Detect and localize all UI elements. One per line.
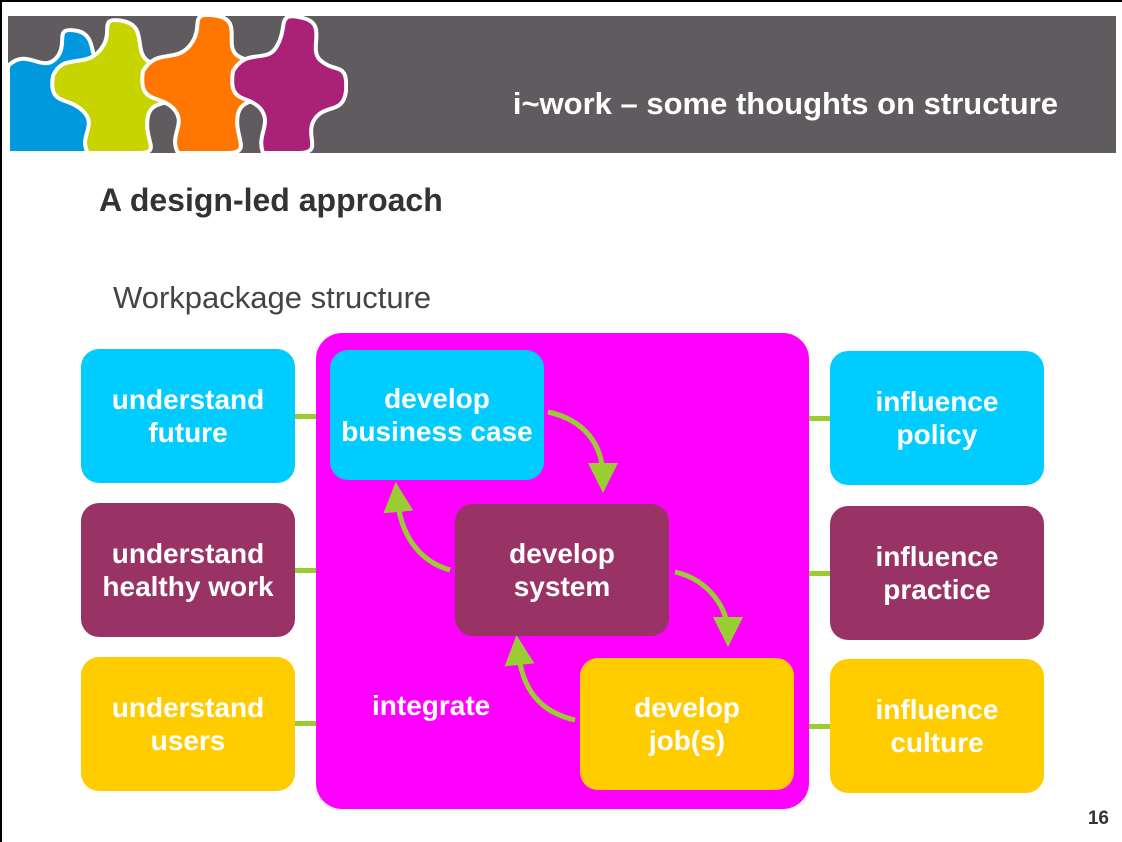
section-subheading: Workpackage structure bbox=[113, 280, 432, 315]
section-heading: A design-led approach bbox=[99, 182, 443, 218]
influence-policy-box: influence policy bbox=[830, 351, 1044, 485]
influence-culture-box: influence culture bbox=[830, 659, 1044, 793]
develop-jobs-box: develop job(s) bbox=[580, 658, 794, 790]
page-number: 16 bbox=[1087, 808, 1109, 829]
understand-future-box: understand future bbox=[81, 349, 295, 483]
integrate-label: integrate bbox=[372, 690, 491, 721]
develop-business-case-box: develop business case bbox=[330, 350, 544, 480]
connector-left-middle bbox=[294, 568, 318, 573]
influence-practice-box: influence practice bbox=[830, 506, 1044, 640]
connector-left-bottom bbox=[294, 721, 318, 726]
develop-system-box: develop system bbox=[455, 504, 669, 636]
connector-right-middle bbox=[807, 571, 831, 576]
connector-left-top bbox=[294, 414, 318, 419]
puzzle-pieces-icon bbox=[8, 16, 348, 153]
header-bar: i~work – some thoughts on structure bbox=[8, 16, 1116, 153]
understand-users-box: understand users bbox=[81, 657, 295, 791]
understand-healthy-work-box: understand healthy work bbox=[81, 503, 295, 637]
connector-right-bottom bbox=[807, 724, 831, 729]
slide-title: i~work – some thoughts on structure bbox=[512, 86, 1058, 121]
connector-right-top bbox=[807, 416, 831, 421]
